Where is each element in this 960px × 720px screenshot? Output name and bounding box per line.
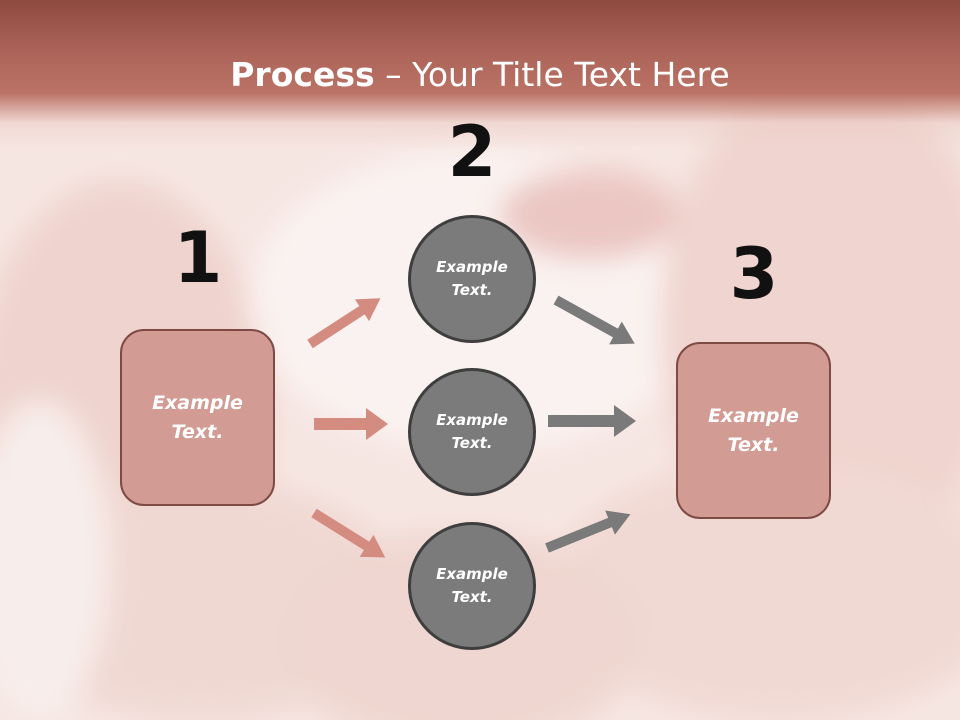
arrow-box1-to-middle bbox=[314, 408, 388, 440]
title-bold: Process bbox=[230, 55, 375, 94]
circle-node-middle: Example Text. bbox=[408, 368, 536, 496]
step-box-3-label: Example Text. bbox=[708, 404, 799, 456]
circle-node-middle-label: Example Text. bbox=[436, 411, 508, 452]
circle-node-bottom: Example Text. bbox=[408, 522, 536, 650]
arrow-box1-to-top bbox=[307, 298, 381, 349]
page-title: Process – Your Title Text Here bbox=[0, 53, 960, 97]
arrow-middle-to-box3 bbox=[548, 405, 636, 437]
step-number-2: 2 bbox=[447, 111, 497, 193]
circle-node-top: Example Text. bbox=[408, 215, 536, 343]
step-number-1: 1 bbox=[173, 217, 223, 299]
step-number-3: 3 bbox=[729, 233, 779, 315]
arrow-bottom-to-box3 bbox=[545, 510, 631, 553]
arrow-top-to-box3 bbox=[553, 295, 635, 345]
circle-node-bottom-label: Example Text. bbox=[436, 565, 508, 606]
arrow-box1-to-bottom bbox=[311, 508, 386, 558]
step-box-1: Example Text. bbox=[120, 329, 275, 506]
step-box-3: Example Text. bbox=[676, 342, 831, 519]
circle-node-top-label: Example Text. bbox=[436, 258, 508, 299]
step-box-1-label: Example Text. bbox=[152, 391, 243, 443]
title-band bbox=[0, 0, 960, 150]
title-rest: – Your Title Text Here bbox=[374, 55, 730, 94]
